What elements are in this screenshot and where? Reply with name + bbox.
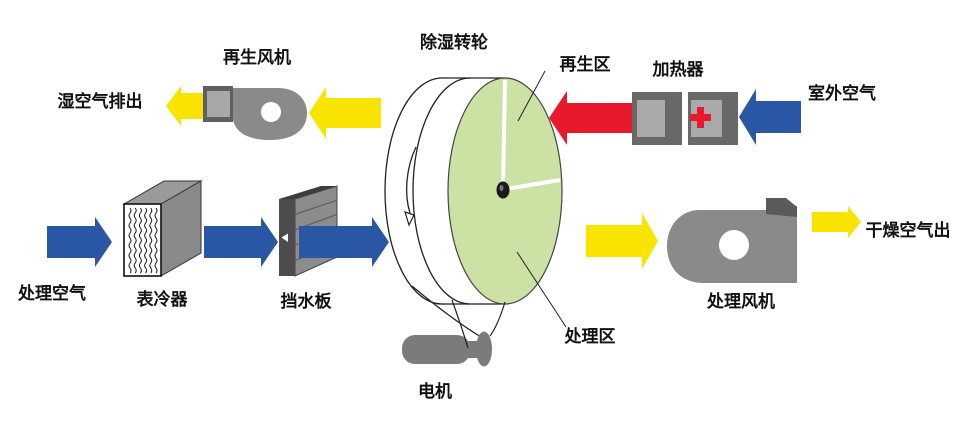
arrow-wet-air-exhaust [166,86,204,126]
label-wet-air-out: 湿空气排出 [58,91,143,112]
surface-cooler [122,180,203,277]
arrow-regen-air-to-fan [309,87,381,139]
motor-shaft [466,341,479,358]
label-heater: 加热器 [652,59,705,80]
label-motor: 电机 [418,381,452,402]
arrow-dry-air-to-fan [586,213,658,269]
label-regen-zone: 再生区 [560,54,611,75]
process-zone-pointer-line [516,251,567,328]
arrow-process-air-3 [299,217,389,267]
rotation-arrow [406,146,417,214]
process-fan-outlet [766,206,797,283]
heater [632,92,738,145]
wheel-rim-line [412,77,471,305]
motor-body [402,335,470,364]
sector-divider-right [505,178,561,191]
process-fan-hole [719,230,749,260]
process-fan-outlet-top [766,198,797,217]
regeneration-fan [203,86,307,140]
desiccant-wheel [384,77,563,305]
label-dry-air-out: 干燥空气出 [866,220,951,241]
label-process-fan: 处理风机 [706,291,775,312]
regen-fan-hole [261,102,281,122]
arrow-outdoor-air [739,89,801,145]
label-process-zone: 处理区 [564,326,616,347]
arrow-hot-air [549,91,633,145]
process-fan-body [667,210,766,283]
motor-assembly [402,285,506,367]
baffle-slat-line [294,199,338,215]
process-fan [667,198,797,283]
label-process-air: 处理空气 [17,283,86,304]
baffle-top-face [279,186,337,199]
wheel-hub-highlight [499,185,504,191]
arrow-process-air-2 [204,217,278,267]
motor-pulley [476,331,492,367]
label-outdoor-air: 室外空气 [808,83,876,104]
label-regen-fan: 再生风机 [223,47,291,68]
heater-left-inner [637,100,665,137]
regen-zone-pointer-line [517,70,546,122]
belt-line-1 [411,285,482,338]
rotation-arrowhead-icon [404,211,415,227]
wheel-hub [496,181,510,199]
label-wheel: 除湿转轮 [420,32,488,53]
arrow-dry-air-out [812,206,861,238]
sector-divider-vertical [501,79,507,188]
belt-line-3 [489,301,506,337]
arrow-process-air-1 [47,217,112,267]
heater-plus-icon [690,107,711,128]
regen-fan-outlet-inner [207,91,230,117]
belt-line-2 [451,299,469,349]
baffle-marker-icon [281,233,288,242]
label-water-baffle: 挡水板 [281,291,333,312]
label-surface-cooler: 表冷器 [137,289,189,310]
